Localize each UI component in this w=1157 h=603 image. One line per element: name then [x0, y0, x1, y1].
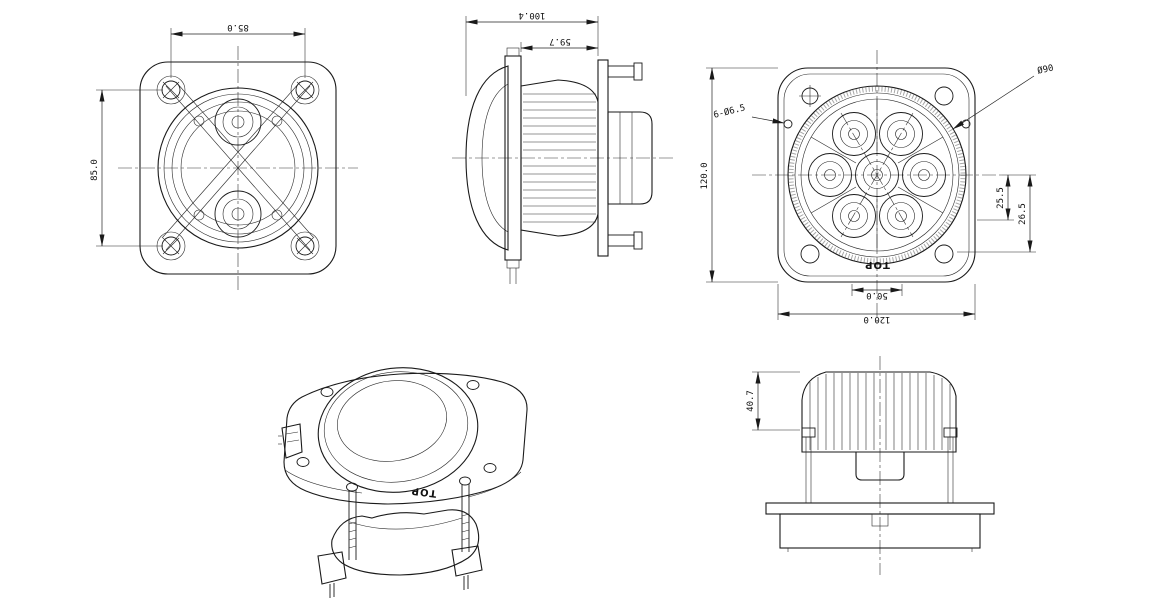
housing-fins — [809, 373, 951, 450]
iso-holes — [296, 380, 497, 492]
front-plate — [777, 67, 976, 283]
iso-connector — [281, 423, 303, 459]
rear-connector — [607, 111, 653, 205]
led-lens — [787, 85, 967, 265]
top-orientation-label: TOP — [864, 259, 890, 270]
lens-profile — [465, 65, 509, 251]
front-leaders: 6-Ø6.5 Ø90 — [712, 62, 1055, 130]
rear-housing — [157, 87, 319, 249]
rear-elevation-dimensions: 40.7 — [746, 371, 800, 431]
iso-foot-right — [451, 545, 483, 577]
lens-diameter-callout: Ø90 — [1036, 62, 1054, 76]
iso-u-bracket — [331, 509, 480, 576]
front-view: TOP 6-Ø6.5 Ø90 120.0 50.0 120.0 — [700, 50, 1055, 324]
rear-view: 85.0 85.0 — [90, 22, 358, 292]
iso-bolts — [348, 484, 470, 560]
iso-foot-left — [317, 551, 347, 585]
dim-front-width: 120.0 — [863, 314, 890, 324]
led-array — [808, 112, 946, 238]
dim-overall-depth: 100.4 — [518, 10, 545, 20]
rear-elevation-view: 40.7 — [746, 356, 995, 575]
body-fins — [523, 93, 596, 223]
front-dimensions: 120.0 50.0 120.0 25.5 26.5 — [700, 67, 1036, 324]
side-view: 100.4 59.7 — [452, 10, 676, 284]
dim-front-height: 120.0 — [700, 162, 710, 189]
dim-rear-height: 85.0 — [90, 159, 100, 181]
dim-body-depth: 59.7 — [549, 36, 571, 46]
finned-housing — [801, 371, 957, 453]
iso-flange — [283, 372, 528, 505]
side-dimensions: 100.4 59.7 — [465, 10, 599, 96]
center-tab — [855, 452, 905, 481]
knurled-ring — [788, 86, 966, 264]
dim-hole-spacing: 50.0 — [866, 290, 888, 300]
dim-housing-height: 40.7 — [746, 390, 756, 412]
dim-rear-width: 85.0 — [227, 22, 249, 32]
rear-dimensions: 85.0 85.0 — [90, 22, 306, 247]
side-studs — [801, 427, 958, 503]
iso-lens-dome — [317, 367, 479, 493]
dim-right-upper: 25.5 — [996, 187, 1006, 209]
rear-plate — [139, 61, 337, 275]
mount-holes-callout: 6-Ø6.5 — [712, 102, 746, 121]
isometric-view: TOP — [278, 367, 528, 598]
iso-top-label: TOP — [410, 484, 437, 498]
dim-right-lower: 26.5 — [1018, 203, 1028, 225]
